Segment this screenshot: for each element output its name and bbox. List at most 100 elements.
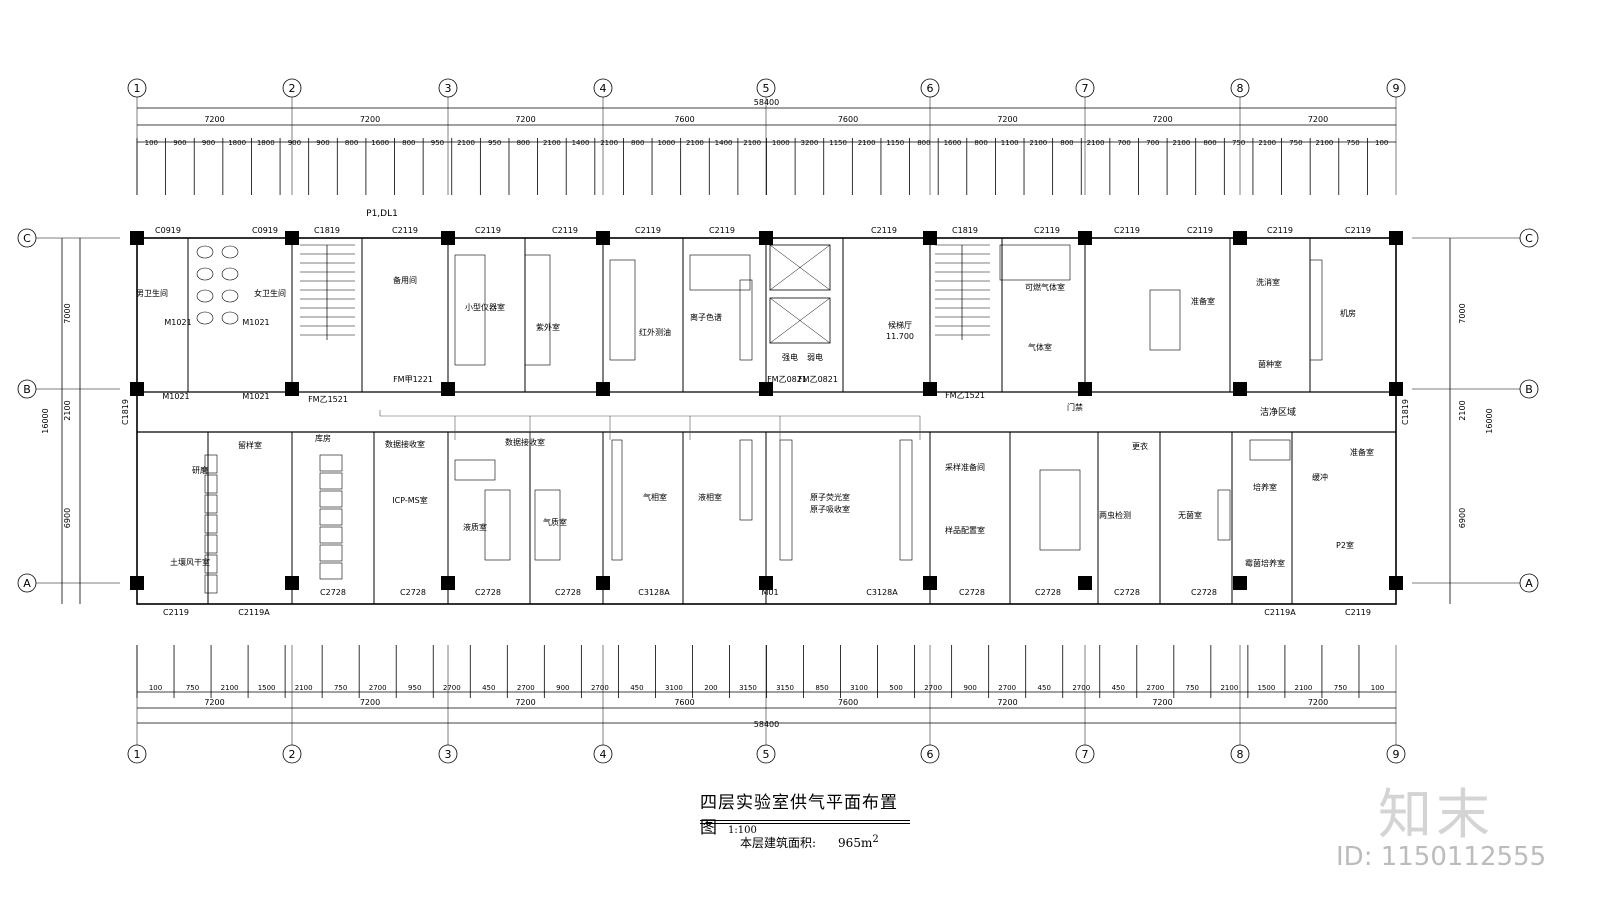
- room-label-north: 洗消室: [1256, 277, 1280, 287]
- room-label-south: 缓冲: [1312, 472, 1328, 482]
- dim-span-bottom-text: 7200: [204, 698, 224, 707]
- axis-label: 3: [445, 82, 452, 95]
- room-label-south: 原子吸收室: [810, 504, 850, 514]
- structural-column: [1389, 382, 1403, 396]
- lab-bench: [999, 244, 1071, 281]
- room-label-north: 菌种室: [1258, 359, 1282, 369]
- room-label-north: 可燃气体室: [1025, 282, 1065, 292]
- dim-detail-bottom-text: 2700: [1146, 684, 1164, 692]
- storage-shelf: [204, 454, 218, 474]
- window-tag-bottom: C3128A: [638, 588, 670, 597]
- dim-detail-top-text: 2100: [686, 139, 704, 147]
- axis-label: 8: [1237, 82, 1244, 95]
- dim-detail-bottom-text: 2700: [1072, 684, 1090, 692]
- room-label-south: 培养室: [1253, 482, 1277, 492]
- lab-bench: [454, 254, 486, 366]
- axis-label: A: [23, 577, 31, 590]
- dim-detail-top-text: 800: [1203, 139, 1216, 147]
- dim-detail-bottom-text: 3150: [739, 684, 757, 692]
- dim-detail-top-text: 750: [1232, 139, 1245, 147]
- dim-detail-bottom-text: 2700: [517, 684, 535, 692]
- structural-column: [285, 231, 299, 245]
- door-tag: FM乙1521: [945, 391, 985, 400]
- dim-detail-top-text: 700: [1117, 139, 1130, 147]
- dim-span-top-text: 7200: [204, 115, 224, 124]
- walls: [130, 231, 1403, 605]
- watermark-id: ID: 1150112555: [1336, 842, 1547, 872]
- dim-detail-bottom-text: 2700: [998, 684, 1016, 692]
- dim-span-bottom-text: 7200: [1152, 698, 1172, 707]
- room-label-south: 液相室: [698, 492, 722, 502]
- lab-bench: [739, 279, 753, 361]
- elevator-cross: [769, 244, 831, 291]
- storage-shelf: [319, 526, 343, 544]
- lab-bench: [689, 254, 751, 291]
- dim-detail-bottom-text: 450: [1112, 684, 1125, 692]
- structural-column: [596, 576, 610, 590]
- dim-right-total-text: 16000: [1485, 408, 1494, 433]
- lab-bench: [611, 439, 623, 561]
- window-tag-top: C1819: [952, 226, 978, 235]
- dim-right-span-text: 2100: [1458, 400, 1467, 420]
- room-label-south: 气质室: [543, 517, 567, 527]
- room-label-south: 更衣: [1132, 441, 1148, 451]
- dim-span-top-text: 7200: [360, 115, 380, 124]
- dim-span-top-text: 7200: [515, 115, 535, 124]
- dim-span-bottom-text: 7200: [997, 698, 1017, 707]
- dim-detail-bottom-text: 900: [963, 684, 976, 692]
- window-tag-top: C2119: [1114, 226, 1140, 235]
- dim-detail-bottom-text: 750: [1334, 684, 1347, 692]
- dim-detail-top-text: 800: [631, 139, 644, 147]
- dim-detail-top-text: 950: [488, 139, 501, 147]
- dim-span-bottom-text: 7200: [515, 698, 535, 707]
- axis-label: 6: [927, 82, 934, 95]
- room-label-north: 红外测油: [639, 327, 671, 337]
- window-tag-bottom: C2119: [163, 608, 189, 617]
- storage-shelf: [319, 490, 343, 508]
- structural-column: [1078, 231, 1092, 245]
- dim-span-bottom-text: 7200: [360, 698, 380, 707]
- dim-detail-top-text: 800: [517, 139, 530, 147]
- structural-column: [759, 382, 773, 396]
- dim-span-top-text: 7200: [1308, 115, 1328, 124]
- dim-detail-top-text: 2100: [1258, 139, 1276, 147]
- dim-detail-bottom-text: 2700: [924, 684, 942, 692]
- axis-label: B: [1525, 383, 1533, 396]
- door-tag: M1021: [164, 318, 191, 327]
- axis-label: 2: [289, 748, 296, 761]
- storage-shelf: [319, 454, 343, 472]
- window-tag-top: C0919: [252, 226, 278, 235]
- dim-detail-bottom-text: 1500: [1257, 684, 1275, 692]
- dim-detail-top-text: 900: [202, 139, 215, 147]
- window-tag-bottom: C2728: [320, 588, 346, 597]
- dim-left-span-text: 6900: [63, 508, 72, 528]
- lab-bench: [524, 254, 551, 366]
- door-tag: FM乙0821: [767, 375, 807, 384]
- structural-column: [130, 382, 144, 396]
- dim-detail-top-text: 800: [345, 139, 358, 147]
- dim-detail-top-text: 1150: [829, 139, 847, 147]
- structural-column: [1389, 576, 1403, 590]
- toilet-fixture: [221, 245, 239, 259]
- dim-detail-bottom-text: 100: [1371, 684, 1384, 692]
- window-tag-top: C2119: [871, 226, 897, 235]
- structural-column: [441, 382, 455, 396]
- title-underline: [700, 820, 910, 821]
- dim-detail-bottom-text: 750: [334, 684, 347, 692]
- room-label-north: 弱电: [807, 352, 823, 362]
- axis-label: A: [1525, 577, 1533, 590]
- lab-bench: [609, 259, 636, 361]
- toilet-fixture: [196, 311, 214, 325]
- dim-detail-top-text: 900: [173, 139, 186, 147]
- storage-shelf: [319, 472, 343, 490]
- dim-span-bottom-text: 7600: [838, 698, 858, 707]
- dim-total-top-text: 58400: [754, 98, 779, 107]
- dim-detail-top-text: 2100: [743, 139, 761, 147]
- structural-column: [1233, 576, 1247, 590]
- lab-bench: [1309, 259, 1323, 361]
- dim-detail-bottom-text: 3100: [850, 684, 868, 692]
- dim-left-span-text: 2100: [63, 400, 72, 420]
